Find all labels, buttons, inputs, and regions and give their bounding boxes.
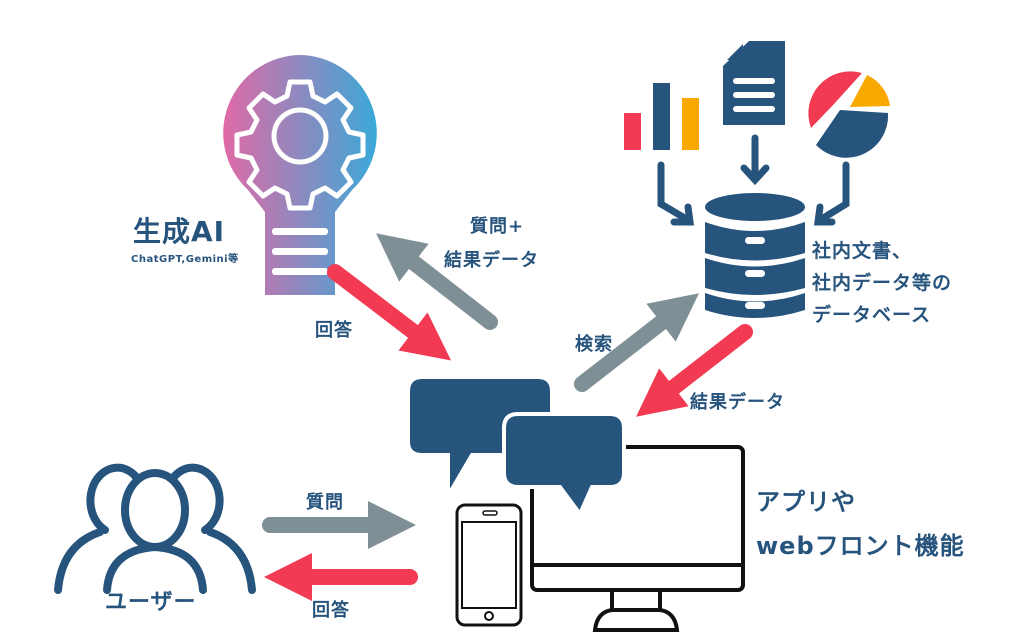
question-to-ai-arrow bbox=[376, 233, 498, 330]
db-label-line1: 社内文書、 bbox=[812, 240, 913, 262]
db-label-line2: 社内データ等の bbox=[812, 272, 953, 294]
question-label: 質問 bbox=[306, 492, 344, 513]
user-answer-label: 回答 bbox=[312, 600, 350, 621]
result-data-label: 結果データ bbox=[690, 392, 785, 413]
bar-chart-icon bbox=[624, 83, 699, 150]
app-label-line1: アプリや bbox=[756, 488, 856, 516]
result-data-label-top: 結果データ bbox=[444, 250, 539, 271]
ai-subtitle: ChatGPT,Gemini等 bbox=[131, 254, 239, 265]
user-label: ユーザー bbox=[105, 590, 197, 615]
lightbulb-gear-icon bbox=[223, 55, 377, 295]
pie-chart-icon bbox=[808, 71, 890, 158]
search-label: 検索 bbox=[575, 334, 613, 355]
db-label-line3: データベース bbox=[812, 304, 932, 326]
result-arrow bbox=[636, 324, 753, 417]
ai-title: 生成AI bbox=[133, 215, 226, 248]
question-plus-label: 質問+ bbox=[470, 216, 525, 237]
users-group-icon bbox=[54, 463, 256, 594]
ai-answer-label: 回答 bbox=[315, 320, 353, 341]
source-arrows bbox=[657, 134, 850, 226]
app-label-line2: webフロント機能 bbox=[756, 532, 965, 560]
ai-answer-arrow bbox=[327, 264, 452, 361]
document-icon bbox=[723, 41, 785, 125]
chat-bubbles-icon bbox=[406, 375, 626, 518]
smartphone-icon bbox=[455, 503, 523, 627]
desktop-monitor-icon bbox=[530, 445, 745, 632]
database-icon bbox=[705, 193, 805, 318]
search-arrow bbox=[574, 293, 699, 392]
